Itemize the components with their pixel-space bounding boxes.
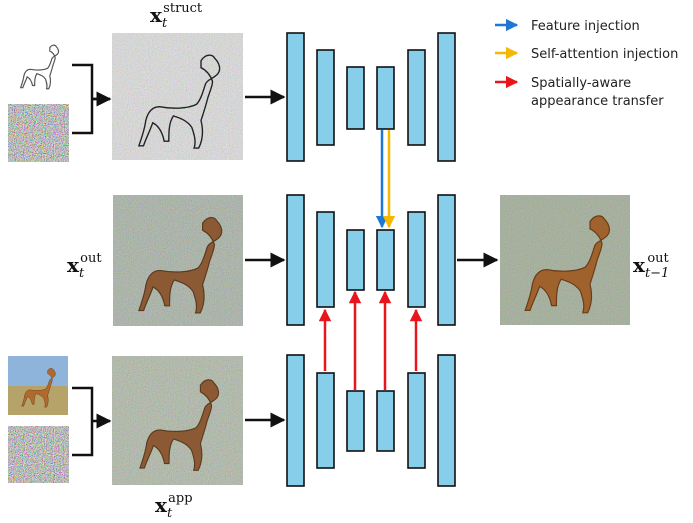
legend-item-self-attention: Self-attention injection xyxy=(495,46,678,62)
label-x-out-prev: xt−1out xyxy=(633,251,670,281)
unet-block xyxy=(316,372,335,469)
app-inputs xyxy=(8,356,69,483)
result-image xyxy=(500,195,630,325)
unet-block xyxy=(376,66,395,130)
app-photo-image xyxy=(8,356,68,415)
label-x-app: xtapp xyxy=(155,491,193,521)
struct-noise-image xyxy=(8,104,69,162)
struct-unet xyxy=(286,32,456,162)
unet-block xyxy=(316,211,335,308)
legend-item-feature-injection: Feature injection xyxy=(495,18,640,34)
unet-block xyxy=(407,372,426,469)
label-x-struct: xtstruct xyxy=(150,1,203,31)
struct-inputs xyxy=(8,35,69,162)
unet-block xyxy=(437,32,456,162)
app-noise-image xyxy=(8,426,69,483)
unet-block xyxy=(376,229,395,291)
unet-block xyxy=(286,354,305,487)
label-x-out: xtout xyxy=(67,251,102,281)
struct-sketch-image xyxy=(8,35,68,95)
app-unet xyxy=(286,354,456,487)
unet-block xyxy=(286,194,305,326)
out-unet xyxy=(286,194,456,326)
unet-block xyxy=(437,354,456,487)
app-join-bracket xyxy=(72,386,94,457)
unet-block xyxy=(437,194,456,326)
unet-block xyxy=(286,32,305,162)
unet-block xyxy=(407,211,426,308)
unet-block xyxy=(346,390,365,452)
legend: Feature injection Self-attention injecti… xyxy=(495,18,678,109)
app-noisy-image xyxy=(112,356,243,485)
struct-noisy-image xyxy=(112,33,243,160)
legend-label-attention: Self-attention injection xyxy=(531,47,678,62)
unet-block xyxy=(376,390,395,452)
unet-block xyxy=(407,49,426,146)
appearance-transfer-arrows xyxy=(318,290,423,390)
legend-item-appearance-transfer: Spatially-aware appearance transfer xyxy=(495,75,664,109)
legend-label-transfer-1: Spatially-aware xyxy=(531,76,631,91)
legend-label-transfer-2: appearance transfer xyxy=(531,94,664,109)
unet-block xyxy=(316,49,335,146)
out-noisy-image xyxy=(113,195,243,326)
legend-label-feature: Feature injection xyxy=(531,19,640,34)
unet-block xyxy=(346,229,365,291)
unet-block xyxy=(346,66,365,130)
